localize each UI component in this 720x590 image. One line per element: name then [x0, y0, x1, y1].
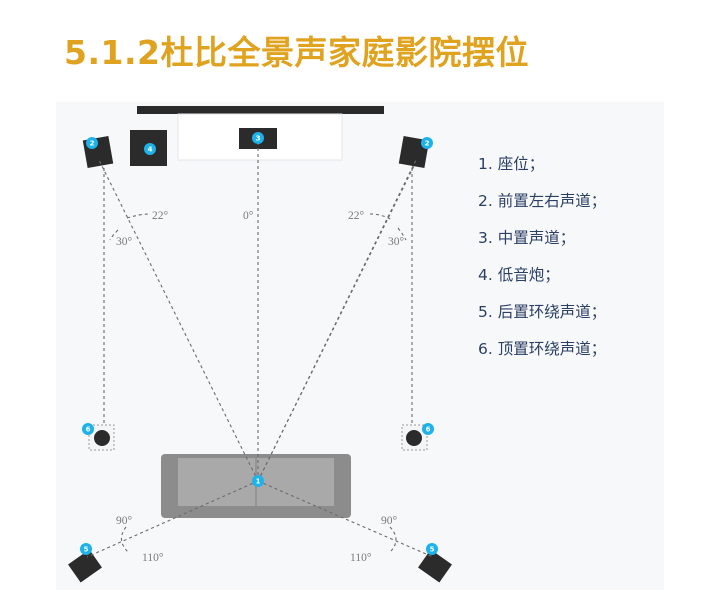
marker-rear-right: 5 [426, 543, 438, 555]
legend-list: 1. 座位； 2. 前置左右声道； 3. 中置声道； 4. 低音炮； 5. 后置… [478, 150, 606, 372]
page-title: 5.1.2杜比全景声家庭影院摆位 [64, 33, 529, 72]
line-seat-height-left [257, 165, 415, 482]
angle-label-front-right-inner: 22° [348, 210, 365, 222]
angle-label-front-right-outer: 30° [388, 236, 405, 248]
legend-item-height: 6. 顶置环绕声道； [478, 340, 607, 358]
legend-item-subwoofer: 4. 低音炮； [478, 266, 560, 284]
rear-left-speaker [68, 549, 102, 583]
svg-text:2: 2 [90, 140, 95, 148]
line-seat-rear-left [86, 480, 259, 558]
legend-item-seat: 1. 座位； [478, 155, 545, 173]
line-seat-front-left [98, 159, 259, 482]
line-seat-front-right [257, 159, 417, 482]
tv-screen [137, 106, 384, 114]
angle-label-rear-left-inner: 90° [116, 515, 133, 527]
marker-center: 3 [252, 132, 264, 144]
arc-front-left-outer [109, 229, 119, 241]
legend-item-rear: 5. 后置环绕声道； [478, 303, 607, 321]
arc-rear-left [120, 526, 129, 553]
angle-label-front-left-inner: 22° [152, 210, 169, 222]
height-left-speaker [88, 424, 115, 451]
svg-text:6: 6 [426, 426, 431, 434]
angle-label-rear-right-outer: 110° [350, 552, 372, 564]
angle-label-center: 0° [243, 210, 254, 222]
angle-label-front-left-outer: 30° [116, 236, 133, 248]
marker-rear-left: 5 [80, 543, 92, 555]
marker-height-right: 6 [422, 423, 434, 435]
arc-front-right [369, 213, 393, 221]
height-right-speaker [401, 424, 428, 451]
angle-label-rear-left-outer: 110° [142, 552, 164, 564]
marker-front-right: 2 [421, 137, 433, 149]
rear-right-speaker [418, 549, 452, 583]
line-seat-rear-right [257, 480, 434, 558]
svg-text:4: 4 [148, 146, 153, 154]
marker-height-left: 6 [82, 423, 94, 435]
diagram-panel [56, 102, 664, 590]
legend-item-center: 3. 中置声道； [478, 229, 576, 247]
svg-text:6: 6 [86, 426, 91, 434]
arc-rear-right [389, 526, 397, 553]
svg-text:5: 5 [84, 546, 89, 554]
marker-front-left: 2 [86, 137, 98, 149]
svg-text:5: 5 [430, 546, 435, 554]
arc-front-left [126, 213, 151, 219]
svg-text:2: 2 [425, 140, 430, 148]
svg-text:1: 1 [256, 478, 261, 486]
arc-front-right-outer [397, 227, 407, 241]
marker-seat: 1 [252, 475, 264, 487]
angle-label-rear-right-inner: 90° [381, 515, 398, 527]
marker-subwoofer: 4 [144, 143, 156, 155]
legend-item-front: 2. 前置左右声道； [478, 192, 607, 210]
svg-text:3: 3 [256, 135, 261, 143]
tv-cabinet [177, 113, 343, 161]
